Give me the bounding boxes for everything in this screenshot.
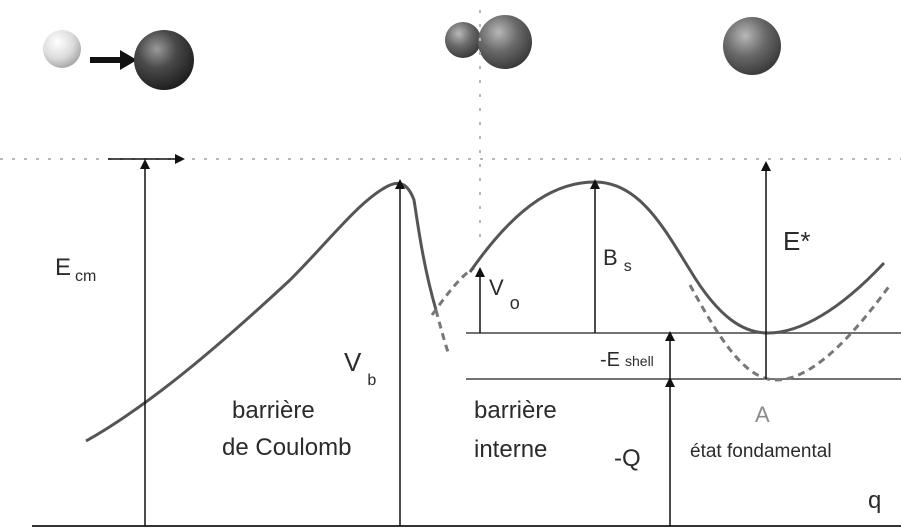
coulomb-dashed-tail — [434, 309, 450, 353]
right-arrow-icon — [90, 50, 137, 70]
projectile-sphere-icon — [43, 30, 81, 68]
inner-dashed-start — [430, 266, 475, 316]
ground-state-a-label: A — [755, 402, 770, 427]
coulomb-barrier-label-line2: de Coulomb — [222, 434, 351, 461]
minus-q-label: -Q — [614, 445, 641, 472]
coulomb-barrier-label-line1: barrière — [232, 397, 315, 424]
compound-nucleus-icon — [723, 17, 781, 75]
internal-barrier-curve — [468, 180, 886, 335]
coulomb-barrier-curve — [85, 181, 438, 443]
internal-barrier-label-line2: interne — [474, 436, 547, 463]
q-axis-label: q — [868, 487, 881, 514]
ground-state-label: état fondamental — [690, 441, 832, 462]
vb-label: Vb — [344, 347, 376, 389]
touching-spheres-icon — [445, 15, 532, 69]
ground-state-dashed-well — [688, 284, 892, 382]
target-sphere-icon — [134, 30, 194, 90]
internal-barrier-label-line1: barrière — [474, 397, 557, 424]
vo-label: Vo — [489, 275, 520, 313]
estar-label: E* — [783, 226, 810, 256]
